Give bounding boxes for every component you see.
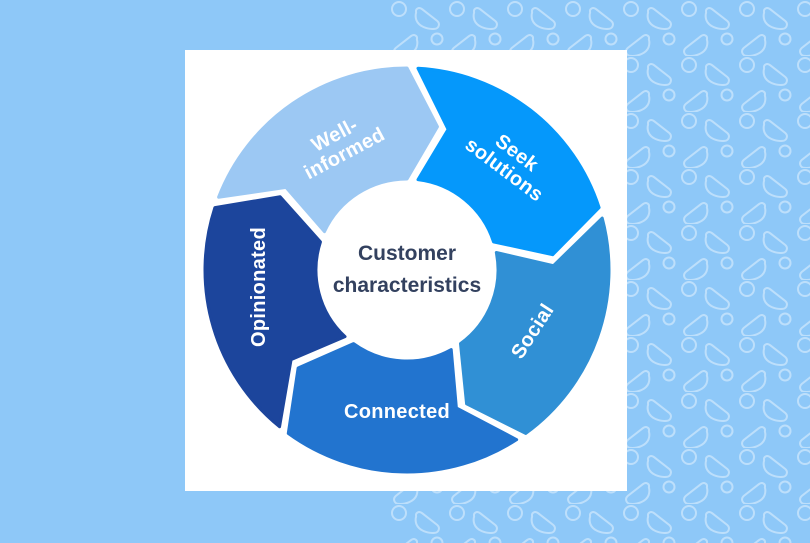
segment-label-connected: Connected	[344, 401, 450, 423]
segment-connected	[286, 342, 519, 474]
segment-seek-solutions	[416, 66, 601, 257]
segment-opinionated	[203, 195, 347, 429]
segment-well-informed	[217, 66, 439, 234]
segment-label-opinionated: Opinionated	[248, 227, 270, 347]
diagram-center-label: Customer characteristics	[332, 242, 482, 297]
segment-social	[458, 216, 611, 435]
